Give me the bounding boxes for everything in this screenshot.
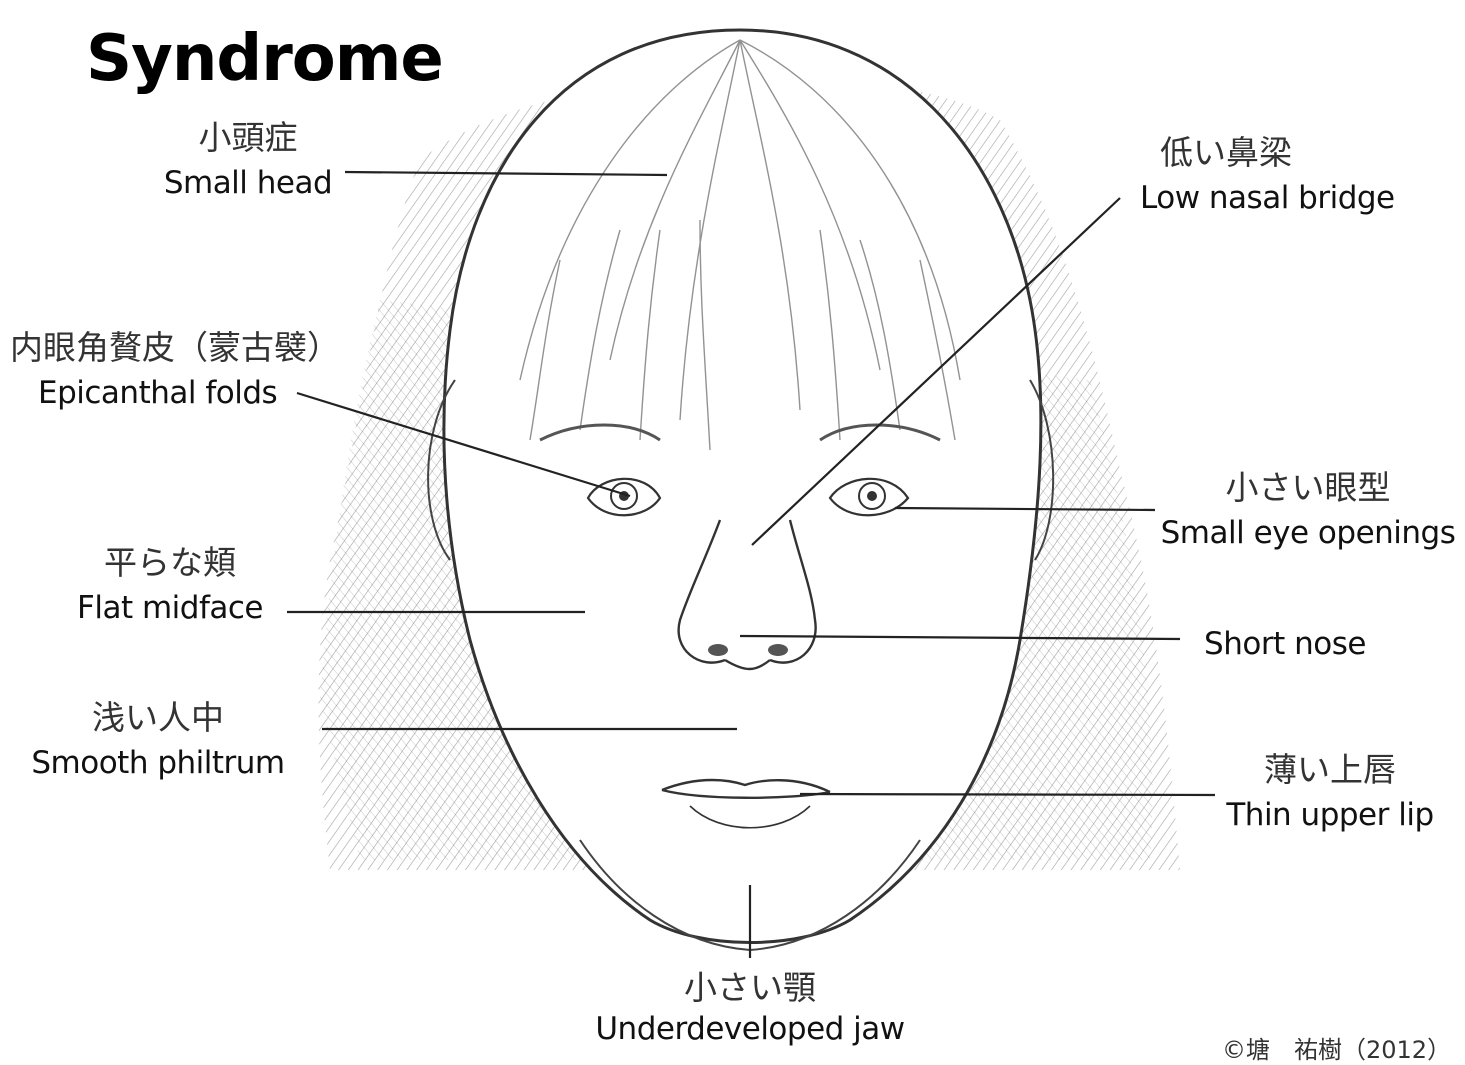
label-small-eye-openings-jp: 小さい眼型 [1158,470,1458,506]
leader-small-eye-openings [895,508,1155,510]
label-small-head-en: Small head [138,166,358,200]
leader-small-head [345,172,667,175]
label-smooth-philtrum: 浅い人中 Smooth philtrum [8,700,308,780]
label-small-eye-openings-en: Small eye openings [1158,516,1458,550]
label-underdeveloped-jaw-en: Underdeveloped jaw [580,1012,920,1046]
leader-short-nose [740,636,1180,639]
label-low-nasal-bridge-jp: 低い鼻梁 [1140,135,1430,171]
label-underdeveloped-jaw: 小さい顎 Underdeveloped jaw [580,970,920,1046]
label-thin-upper-lip: 薄い上唇 Thin upper lip [1205,752,1455,832]
label-flat-midface-en: Flat midface [60,591,280,625]
label-epicanthal-folds-jp: 内眼角贅皮（蒙古襞） [10,330,390,366]
leader-thin-upper-lip [800,794,1215,795]
label-underdeveloped-jaw-jp: 小さい顎 [580,970,920,1006]
label-epicanthal-folds-en: Epicanthal folds [10,376,390,410]
label-small-eye-openings: 小さい眼型 Small eye openings [1158,470,1458,550]
label-small-head: 小頭症 Small head [138,120,358,200]
label-thin-upper-lip-jp: 薄い上唇 [1205,752,1455,788]
page-title: Syndrome [86,22,443,96]
label-smooth-philtrum-en: Smooth philtrum [8,746,308,780]
label-low-nasal-bridge-en: Low nasal bridge [1140,181,1430,215]
label-small-head-jp: 小頭症 [138,120,358,156]
label-epicanthal-folds: 内眼角贅皮（蒙古襞） Epicanthal folds [10,330,390,410]
label-short-nose: Short nose [1190,627,1380,661]
leader-low-nasal-bridge [752,198,1120,545]
label-low-nasal-bridge: 低い鼻梁 Low nasal bridge [1140,135,1430,215]
label-smooth-philtrum-jp: 浅い人中 [8,700,308,736]
copyright-notice: ©塘 祐樹（2012） [1222,1030,1451,1065]
label-flat-midface: 平らな頬 Flat midface [60,545,280,625]
label-thin-upper-lip-en: Thin upper lip [1205,798,1455,832]
label-flat-midface-jp: 平らな頬 [60,545,280,581]
label-short-nose-en: Short nose [1190,627,1380,661]
